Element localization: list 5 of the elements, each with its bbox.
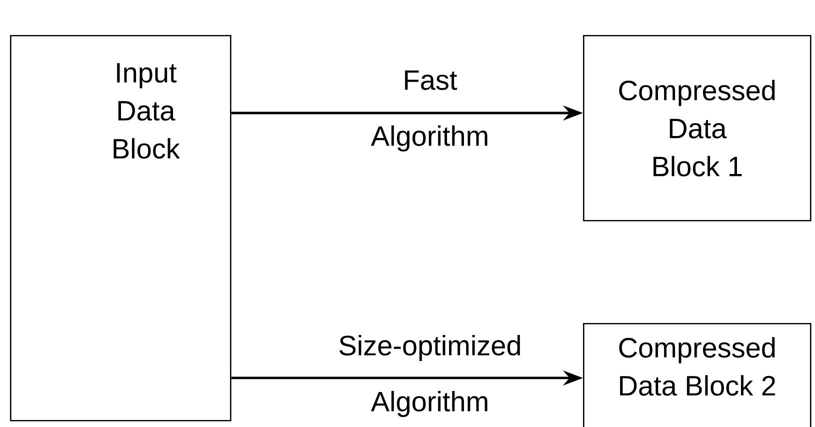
data-block-box: Compressed Data Block 2 — [583, 322, 812, 427]
data-block-box: Input Data Block — [10, 35, 232, 422]
edge-label: Size-optimized Algorithm — [339, 334, 520, 418]
edge-label: Fast Algorithm — [370, 70, 488, 152]
data-block-box: Compressed Data Block 1 — [583, 35, 812, 222]
